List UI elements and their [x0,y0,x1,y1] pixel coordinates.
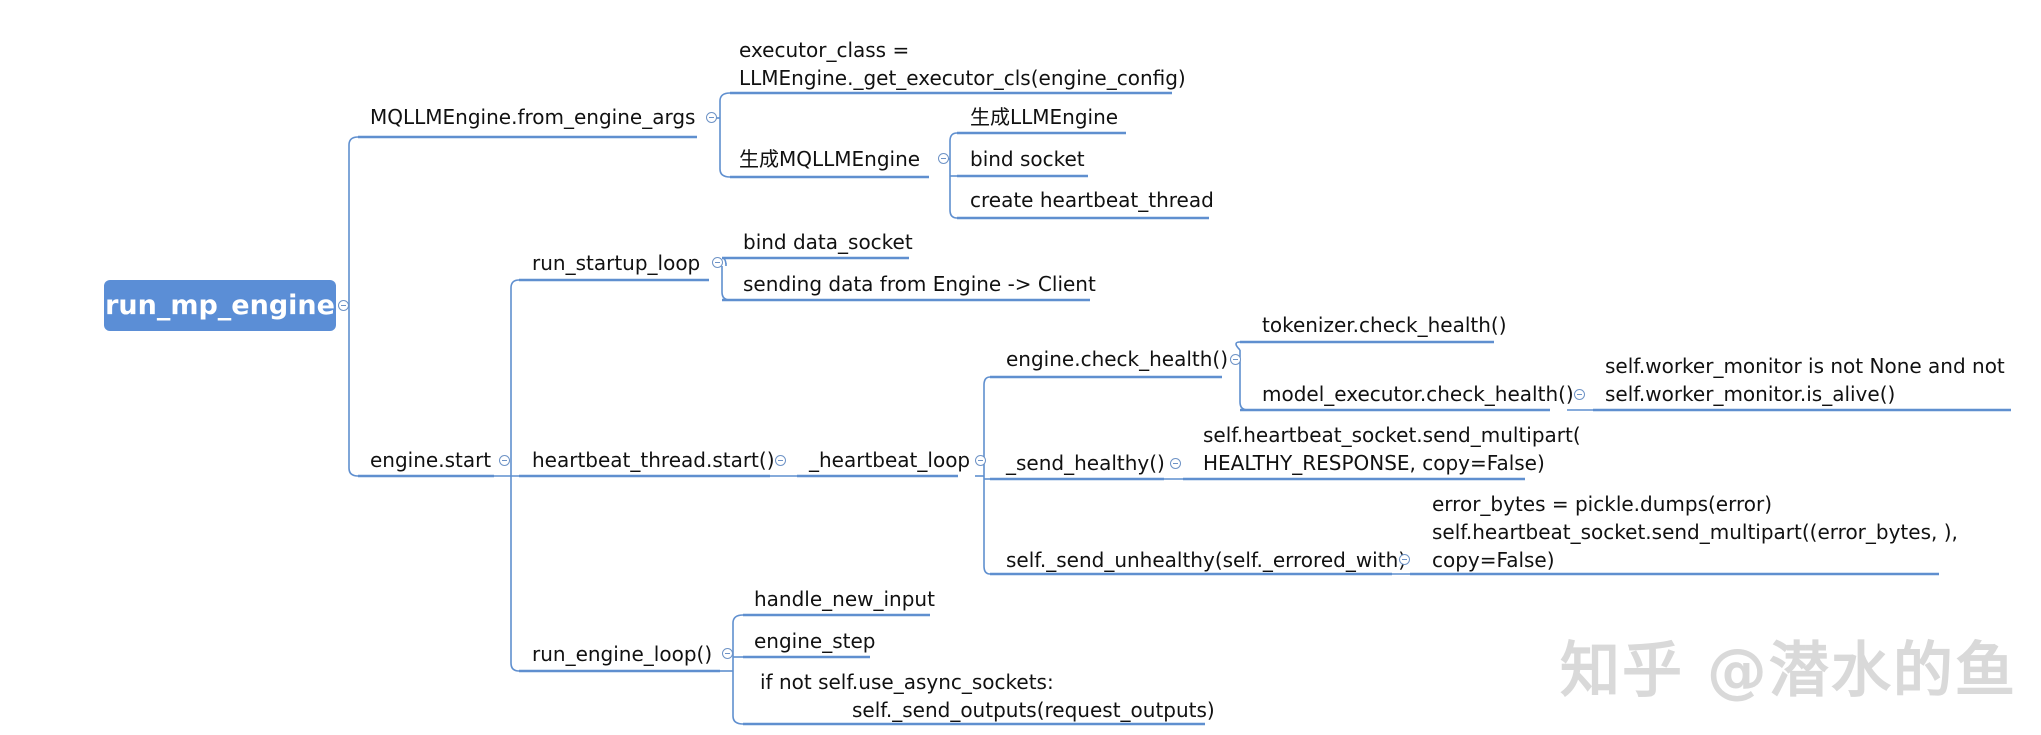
node-label: error_bytes = pickle.dumps(error) [1432,492,1773,516]
node-sending-data[interactable]: sending data from Engine -> Client [743,270,1096,298]
node-gen-llm[interactable]: 生成LLMEngine [970,103,1118,131]
node-label: _send_healthy() [1006,451,1165,475]
collapse-toggle-icon[interactable] [775,455,786,466]
node-label: self.worker_monitor.is_alive() [1605,382,1896,406]
node-label: self._send_unhealthy(self._errored_with) [1006,548,1407,572]
node-error-bytes[interactable]: error_bytes = pickle.dumps(error) self.he… [1432,490,1958,574]
node-heartbeat-loop[interactable]: _heartbeat_loop [809,446,970,474]
node-label: self._send_outputs(request_outputs) [852,698,1215,722]
node-engine-start[interactable]: engine.start [370,446,491,474]
node-gen-mqllm[interactable]: 生成MQLLMEngine [739,145,920,173]
node-label: MQLLMEngine.from_engine_args [370,105,696,129]
node-label: self.heartbeat_socket.send_multipart( [1203,423,1581,447]
node-run-startup-loop[interactable]: run_startup_loop [532,249,700,277]
node-bind-data-socket[interactable]: bind data_socket [743,228,913,256]
collapse-toggle-icon[interactable] [722,648,733,659]
node-label: engine_step [754,629,876,653]
node-label: 生成MQLLMEngine [739,147,921,171]
node-label: bind data_socket [743,230,913,254]
collapse-toggle-icon[interactable] [1170,458,1181,469]
node-label: run_engine_loop() [532,642,713,666]
node-label: handle_new_input [754,587,935,611]
node-label: if not self.use_async_sockets: [760,670,1054,694]
node-label: self.heartbeat_socket.send_multipart((er… [1432,520,1958,544]
node-from-engine-args[interactable]: MQLLMEngine.from_engine_args [370,103,695,131]
collapse-toggle-icon[interactable] [1574,389,1585,400]
node-send-healthy[interactable]: _send_healthy() [1006,449,1165,477]
node-label: 生成LLMEngine [970,105,1119,129]
node-label: create heartbeat_thread [970,188,1214,212]
node-worker-monitor[interactable]: self.worker_monitor is not None and not s… [1605,352,2005,408]
collapse-toggle-icon[interactable] [706,112,717,123]
node-label: tokenizer.check_health() [1262,313,1507,337]
node-label: executor_class = [739,38,910,62]
node-heartbeat-thread-start[interactable]: heartbeat_thread.start() [532,446,775,474]
collapse-toggle-icon[interactable] [938,153,949,164]
collapse-toggle-icon[interactable] [1230,354,1241,365]
collapse-toggle-icon[interactable] [499,455,510,466]
node-label: model_executor.check_health() [1262,382,1574,406]
collapse-toggle-icon[interactable] [975,455,986,466]
root-node[interactable]: run_mp_engine [104,280,336,331]
node-label: _heartbeat_loop [809,448,971,472]
node-label: heartbeat_thread.start() [532,448,775,472]
node-if-async[interactable]: if not self.use_async_sockets: self._send… [760,668,1215,724]
node-engine-step[interactable]: engine_step [754,627,875,655]
node-label: LLMEngine._get_executor_cls(engine_confi… [739,66,1186,90]
node-bind-socket[interactable]: bind socket [970,145,1085,173]
node-label: self.worker_monitor is not None and not [1605,354,2005,378]
node-tokenizer-check[interactable]: tokenizer.check_health() [1262,311,1507,339]
node-send-multipart[interactable]: self.heartbeat_socket.send_multipart( HEA… [1203,421,1581,477]
node-label: copy=False) [1432,548,1555,572]
node-engine-check-health[interactable]: engine.check_health() [1006,345,1228,373]
node-label: sending data from Engine -> Client [743,272,1096,296]
node-label: engine.start [370,448,492,472]
node-create-heartbeat[interactable]: create heartbeat_thread [970,186,1214,214]
node-label: HEALTHY_RESPONSE, copy=False) [1203,451,1545,475]
node-label: run_startup_loop [532,251,701,275]
node-underlines [358,91,2011,726]
watermark: 知乎 @潜水的鱼 [1560,636,2017,706]
collapse-toggle-icon[interactable] [338,300,349,311]
collapse-toggle-icon[interactable] [1399,554,1410,565]
node-model-executor-check[interactable]: model_executor.check_health() [1262,380,1574,408]
node-send-unhealthy[interactable]: self._send_unhealthy(self._errored_with) [1006,546,1406,574]
node-label: engine.check_health() [1006,347,1229,371]
node-run-engine-loop[interactable]: run_engine_loop() [532,640,712,668]
branch-connectors [343,92,1593,725]
node-executor-class[interactable]: executor_class = LLMEngine._get_executor_… [739,36,1186,92]
collapse-toggle-icon[interactable] [712,257,723,268]
node-handle-new-input[interactable]: handle_new_input [754,585,935,613]
node-label: bind socket [970,147,1085,171]
